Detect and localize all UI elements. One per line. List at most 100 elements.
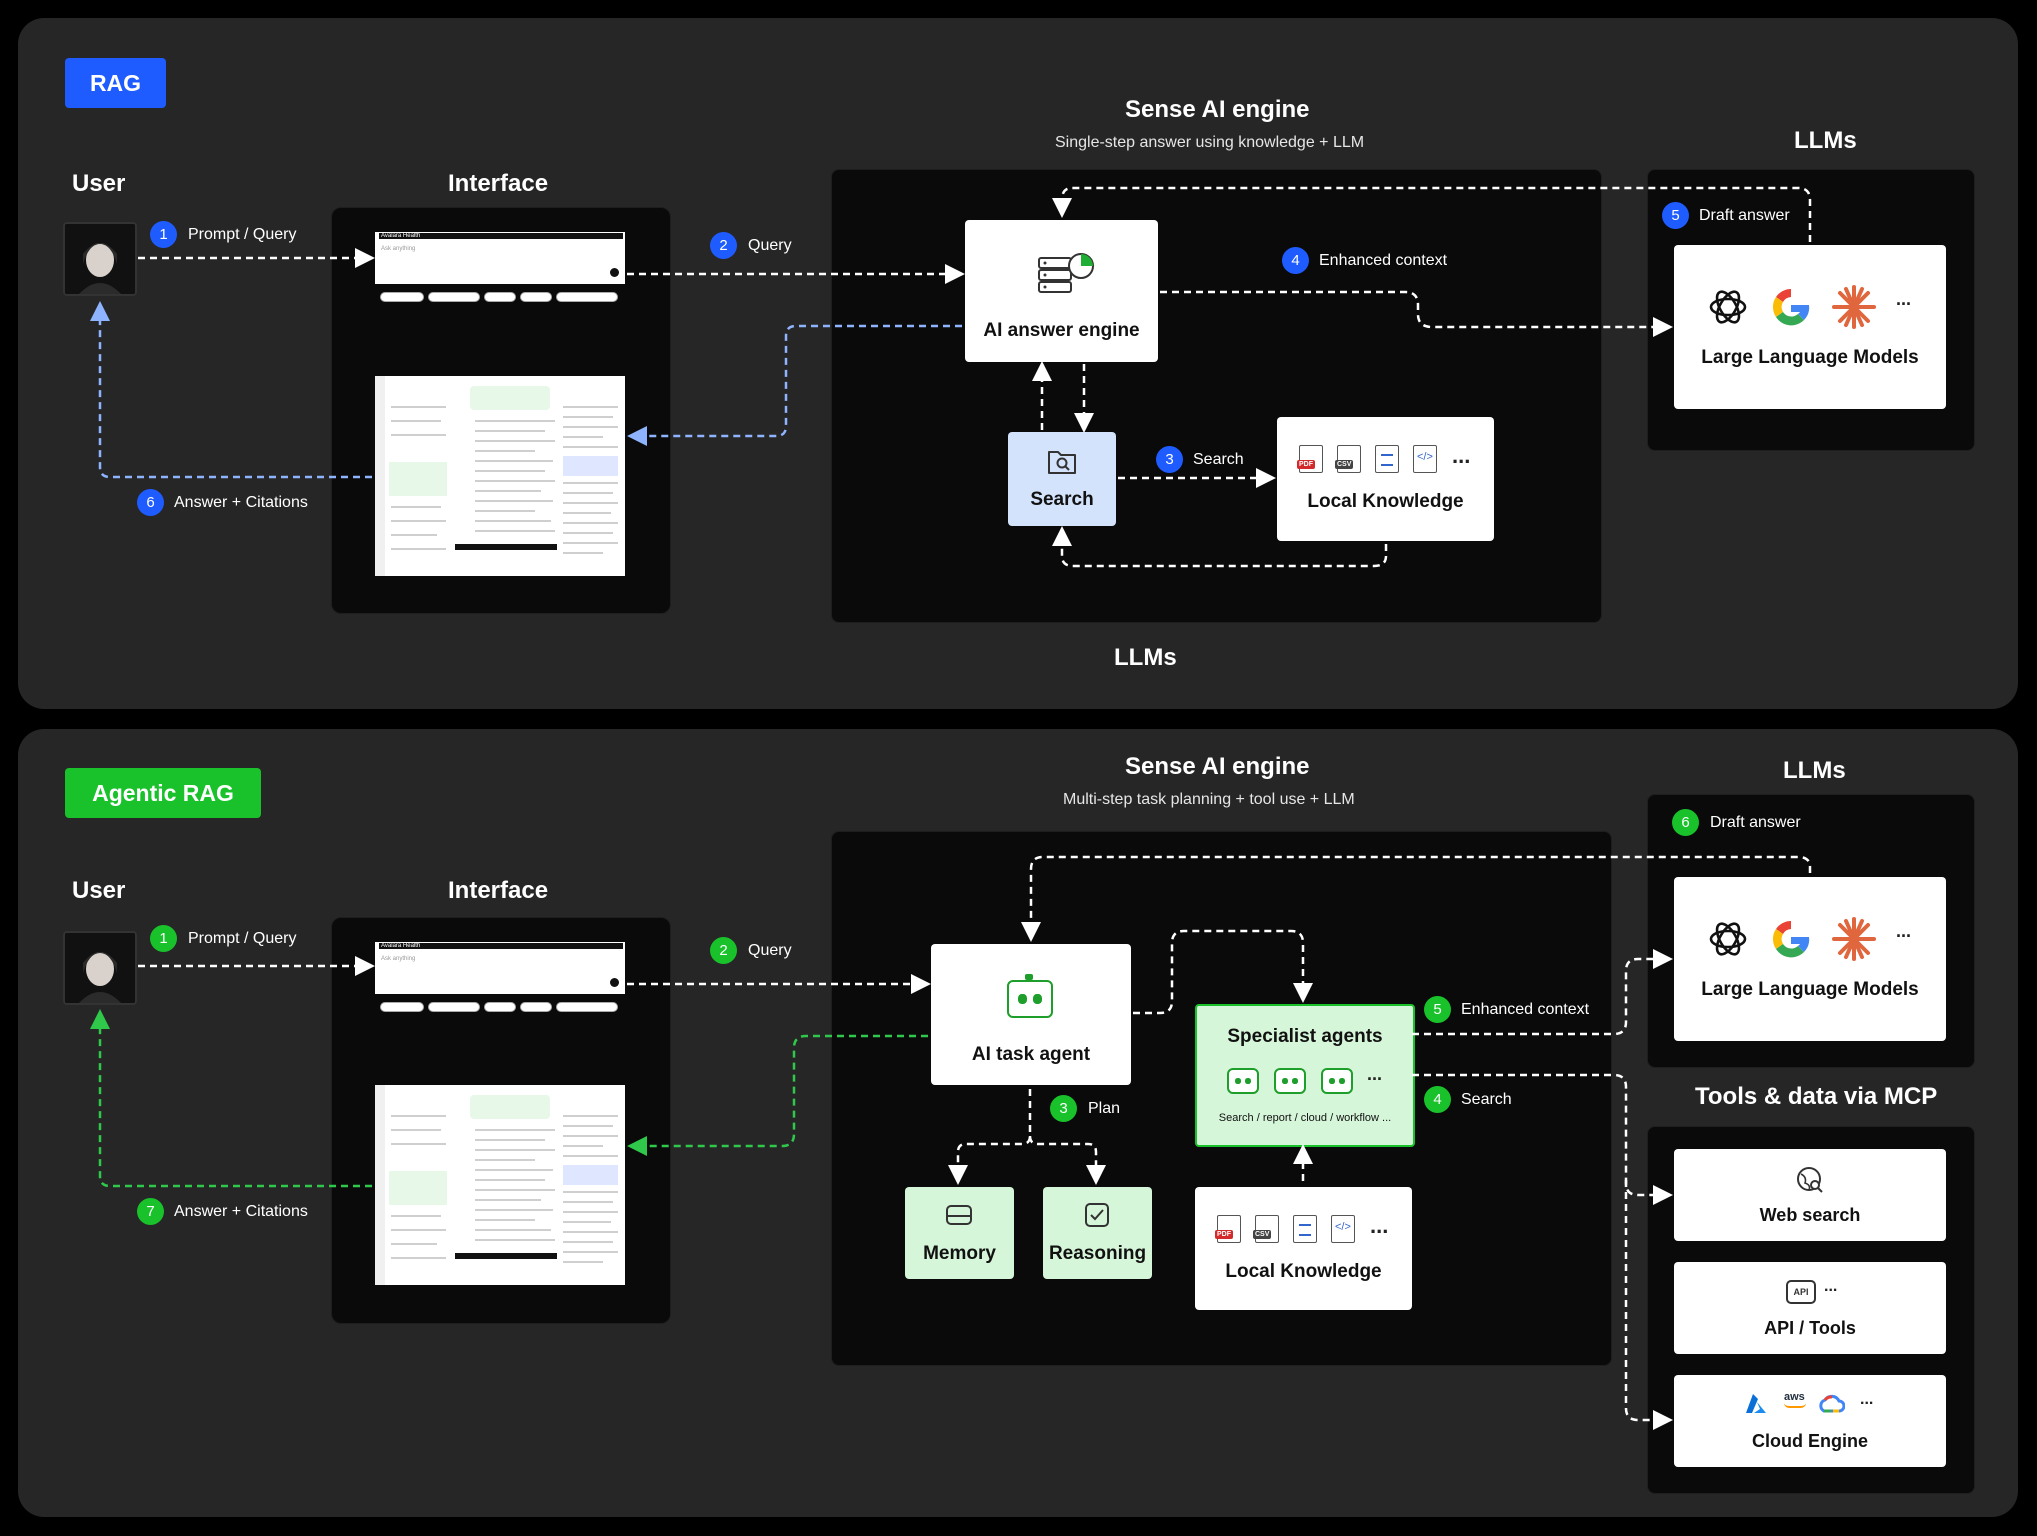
more-dots: ...: [1896, 921, 1912, 941]
pdf-icon: PDF: [1215, 1215, 1241, 1243]
csv-icon: CSV: [1253, 1215, 1279, 1243]
agentic-specialist-card[interactable]: Specialist agents ... Search / report / …: [1195, 1004, 1415, 1147]
rag-answer-engine-label: AI answer engine: [983, 320, 1140, 341]
azure-icon: [1746, 1394, 1766, 1413]
agentic-step-5-number: 5: [1424, 996, 1451, 1023]
pdf-icon: PDF: [1297, 445, 1323, 473]
doc-icon: [1293, 1215, 1317, 1243]
agentic-step-1-number: 1: [150, 925, 177, 952]
rag-search-card[interactable]: Search: [1008, 432, 1116, 526]
robot-icon: [1274, 1068, 1306, 1094]
code-icon: </>: [1331, 1215, 1355, 1243]
rag-user-avatar: [63, 222, 137, 296]
rag-step-4-number: 4: [1282, 247, 1309, 274]
google-icon: [1772, 920, 1810, 958]
agentic-step-4-number: 4: [1424, 1086, 1451, 1113]
rag-local-knowledge-card[interactable]: PDF CSV </> ... Local Knowledge: [1277, 417, 1494, 541]
more-dots: ...: [1860, 1391, 1874, 1408]
rag-engine-subtitle: Single-step answer using knowledge + LLM: [1055, 134, 1365, 151]
agentic-tools-heading: Tools & data via MCP: [1695, 1083, 1938, 1110]
agentic-app-placeholder: Ask anything: [381, 956, 416, 962]
rag-answer-screenshot: [375, 376, 625, 576]
agentic-engine-title: Sense AI engine: [1125, 753, 1310, 780]
agentic-step-7-label: Answer + Citations: [174, 1203, 308, 1220]
rag-send-button[interactable]: [610, 268, 619, 277]
csv-icon: CSV: [1335, 445, 1361, 473]
rag-step-1-number: 1: [150, 221, 177, 248]
agentic-specialist-label: Specialist agents: [1227, 1026, 1383, 1047]
agentic-step-7-number: 7: [137, 1198, 164, 1225]
agentic-answer-screenshot: [375, 1085, 625, 1285]
cloud-engine-card[interactable]: aws ... Cloud Engine: [1674, 1375, 1946, 1467]
rag-local-knowledge-label: Local Knowledge: [1307, 491, 1464, 512]
rag-answer-engine-card[interactable]: AI answer engine: [965, 220, 1158, 362]
agentic-task-agent-label: AI task agent: [971, 1044, 1091, 1065]
api-icon: API: [1786, 1280, 1816, 1304]
rag-step-2-label: Query: [748, 237, 792, 254]
web-search-icon: [1797, 1167, 1823, 1193]
agentic-memory-label: Memory: [923, 1243, 996, 1264]
rag-chip-row: [380, 292, 620, 302]
google-icon: [1772, 288, 1810, 326]
openai-icon: [1709, 290, 1747, 324]
agentic-step-2-number: 2: [710, 937, 737, 964]
web-search-label: Web search: [1759, 1205, 1861, 1225]
rag-badge: RAG: [65, 58, 166, 108]
person-photo-icon: [65, 933, 135, 1003]
rag-step-6-number: 6: [137, 489, 164, 516]
agentic-interface-heading: Interface: [448, 877, 549, 904]
rag-step-2-number: 2: [710, 232, 737, 259]
agentic-step-6-number: 6: [1672, 809, 1699, 836]
robot-icon: [1007, 980, 1053, 1018]
rag-step-5-number: 5: [1662, 202, 1689, 229]
agentic-app-title: Avalara Health: [379, 943, 623, 949]
rag-interface-heading: Interface: [448, 170, 549, 197]
doc-icon: [1375, 445, 1399, 473]
agentic-chip-row: [380, 1002, 620, 1012]
agentic-reasoning-card[interactable]: Reasoning: [1043, 1187, 1152, 1279]
rag-llm-card[interactable]: ... Large Language Models: [1674, 245, 1946, 409]
agentic-user-avatar: [63, 931, 137, 1005]
agentic-step-4-label: Search: [1461, 1091, 1512, 1108]
agentic-memory-card[interactable]: Memory: [905, 1187, 1014, 1279]
agentic-task-agent-card[interactable]: AI task agent: [931, 944, 1131, 1085]
more-dots: ...: [1452, 443, 1471, 468]
claude-icon: [1832, 917, 1876, 961]
rag-app-title: Avalara Health: [379, 233, 623, 239]
search-folder-icon: [1048, 451, 1076, 474]
rag-step-3-number: 3: [1156, 446, 1183, 473]
gcp-icon: [1819, 1394, 1845, 1413]
agentic-badge: Agentic RAG: [65, 768, 261, 818]
web-search-card[interactable]: Web search: [1674, 1149, 1946, 1241]
agentic-llm-label: Large Language Models: [1701, 979, 1919, 1000]
rag-llm-label: Large Language Models: [1701, 347, 1919, 368]
agentic-step-2-label: Query: [748, 942, 792, 959]
rag-app-placeholder: Ask anything: [381, 246, 416, 252]
agentic-engine-subtitle: Multi-step task planning + tool use + LL…: [1063, 791, 1355, 808]
agentic-specialist-sub: Search / report / cloud / workflow ...: [1218, 1112, 1392, 1124]
agentic-reasoning-label: Reasoning: [1048, 1243, 1147, 1264]
agentic-step-3-number: 3: [1050, 1095, 1077, 1122]
agentic-chat-input-screenshot[interactable]: Avalara Health Ask anything: [375, 942, 625, 994]
agentic-llm-card[interactable]: ... Large Language Models: [1674, 877, 1946, 1041]
agentic-step-5-label: Enhanced context: [1461, 1001, 1590, 1018]
agentic-step-3-label: Plan: [1088, 1100, 1121, 1117]
agentic-local-knowledge-card[interactable]: PDF CSV </> ... Local Knowledge: [1195, 1187, 1412, 1310]
rag-llms-bottom-label: LLMs: [1114, 644, 1177, 671]
rag-engine-title: Sense AI engine: [1125, 96, 1310, 123]
api-tools-card[interactable]: API ... API / Tools: [1674, 1262, 1946, 1354]
rag-user-heading: User: [72, 170, 126, 197]
cloud-engine-label: Cloud Engine: [1752, 1431, 1868, 1451]
rag-llms-heading: LLMs: [1794, 127, 1857, 154]
rag-chat-input-screenshot[interactable]: Avalara Health Ask anything: [375, 232, 625, 284]
person-photo-icon: [65, 224, 135, 294]
robot-icon: [1321, 1068, 1353, 1094]
rag-step-1-label: Prompt / Query: [188, 226, 297, 243]
more-dots: ...: [1824, 1278, 1838, 1295]
more-dots: ...: [1370, 1213, 1389, 1238]
openai-icon: [1709, 922, 1747, 956]
agentic-send-button[interactable]: [610, 978, 619, 987]
memory-icon: [946, 1205, 972, 1225]
rag-step-6-label: Answer + Citations: [174, 494, 308, 511]
more-dots: ...: [1367, 1064, 1383, 1084]
